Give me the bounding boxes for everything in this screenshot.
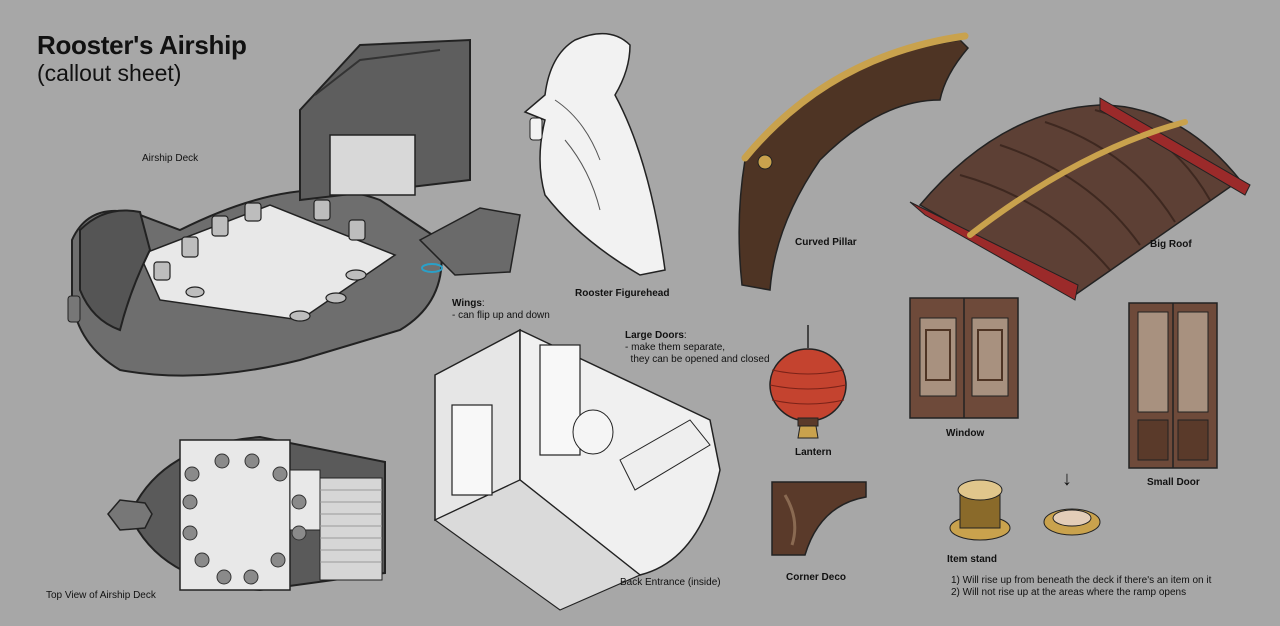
wings-note: - can flip up and down [452,310,550,321]
page-subtitle: (callout sheet) [37,60,182,86]
lantern-label: Lantern [795,447,832,458]
window-label: Window [946,428,985,439]
top-view-label: Top View of Airship Deck [46,590,156,601]
large-doors-note-1: - make them separate, [625,342,726,353]
item-note-2: 2) Will not rise up at the areas where t… [951,587,1187,598]
big-roof-label: Big Roof [1150,239,1192,250]
figurehead-illustration [523,32,666,276]
page-title: Rooster's Airship [37,30,247,60]
top-view-illustration [107,435,386,592]
large-doors-note-2: they can be opened and closed [625,354,770,365]
large-doors-colon: : [683,330,687,341]
large-doors-title: Large Doors [625,330,684,341]
airship-deck-label: Airship Deck [142,153,199,164]
corner-deco-label: Corner Deco [786,572,847,583]
small-door-label: Small Door [1147,477,1200,488]
back-entrance-label: Back Entrance (inside) [620,577,721,588]
large-doors-callout: Large Doors: - make them separate, they … [625,330,770,366]
window-illustration [909,297,1019,419]
wings-title: Wings [452,298,482,309]
wings-callout: Wings: - can flip up and down [452,298,550,322]
down-arrow-icon: ↓ [1062,468,1072,490]
roof-illustration [909,97,1251,301]
lantern-illustration [769,325,847,439]
pillar-illustration [738,32,970,291]
corner-deco-illustration [771,481,867,556]
item-stand-label: Item stand [947,554,998,565]
door-illustration [1128,302,1218,469]
interior-illustration [433,328,721,611]
airship-illustration [67,38,521,377]
rooster-figurehead-label: Rooster Figurehead [575,288,670,299]
item-note-1: 1) Will rise up from beneath the deck if… [951,575,1212,586]
wings-colon: : [481,298,485,309]
curved-pillar-label: Curved Pillar [795,237,857,248]
item-stand-illustration [949,479,1101,541]
